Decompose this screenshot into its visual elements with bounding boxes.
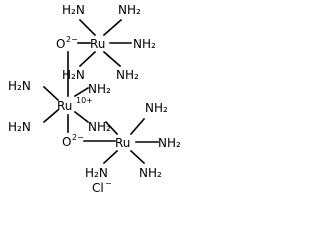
chloride-ion: Cl — [92, 181, 104, 195]
bond-ru-top-nh2-lower-right — [102, 50, 122, 68]
oxygen-charge-bottom: 2− — [72, 133, 84, 142]
chemical-structure-diagram: H₂N NH₂ Ru NH₂ H₂N NH₂ O 2− H₂N NH₂ Ru 1… — [8, 3, 181, 195]
ru-atom-bottom: Ru — [115, 136, 130, 150]
bond-ru-middle-nh2-upper — [73, 86, 90, 98]
bond-ru-top-nh2-top-left — [78, 18, 97, 37]
bond-ru-top-nh2-lower-left — [78, 50, 97, 68]
nh2-label: NH₂ — [158, 136, 181, 150]
bond-ru-bottom-nh2-lower-left — [102, 149, 119, 165]
bond-ru-middle-nh2-lower — [73, 110, 90, 124]
nh2-label: H₂N — [8, 79, 31, 93]
chloride-charge: − — [105, 179, 112, 188]
nh2-label: NH₂ — [133, 37, 156, 51]
nh2-label: NH₂ — [88, 82, 111, 96]
oxygen-atom-bottom: O — [62, 135, 71, 149]
nh2-label: NH₂ — [145, 101, 168, 115]
nh2-label: H₂N — [62, 3, 85, 17]
nh2-label: NH₂ — [118, 3, 141, 17]
bond-ru-top-nh2-top-right — [102, 18, 123, 37]
nh2-label: NH₂ — [88, 120, 111, 134]
nh2-label: NH₂ — [139, 166, 162, 180]
ru-charge-middle: 10+ — [76, 96, 93, 105]
nh2-label: H₂N — [8, 120, 31, 134]
ru-atom-top: Ru — [90, 37, 105, 51]
oxygen-atom-top: O — [56, 37, 65, 51]
nh2-label: NH₂ — [116, 68, 139, 82]
bond-ru-bottom-nh2-upper-right — [129, 117, 146, 136]
oxygen-charge-top: 2− — [66, 35, 78, 44]
nh2-label: H₂N — [85, 166, 108, 180]
bond-ru-middle-nh2-left-lower — [42, 108, 60, 124]
bond-ru-bottom-nh2-upper-left — [104, 120, 119, 136]
ru-atom-middle: Ru — [57, 99, 72, 113]
bond-ru-middle-nh2-left-upper — [42, 85, 60, 102]
bond-ru-bottom-nh2-lower-right — [129, 149, 146, 165]
nh2-label: H₂N — [62, 68, 85, 82]
